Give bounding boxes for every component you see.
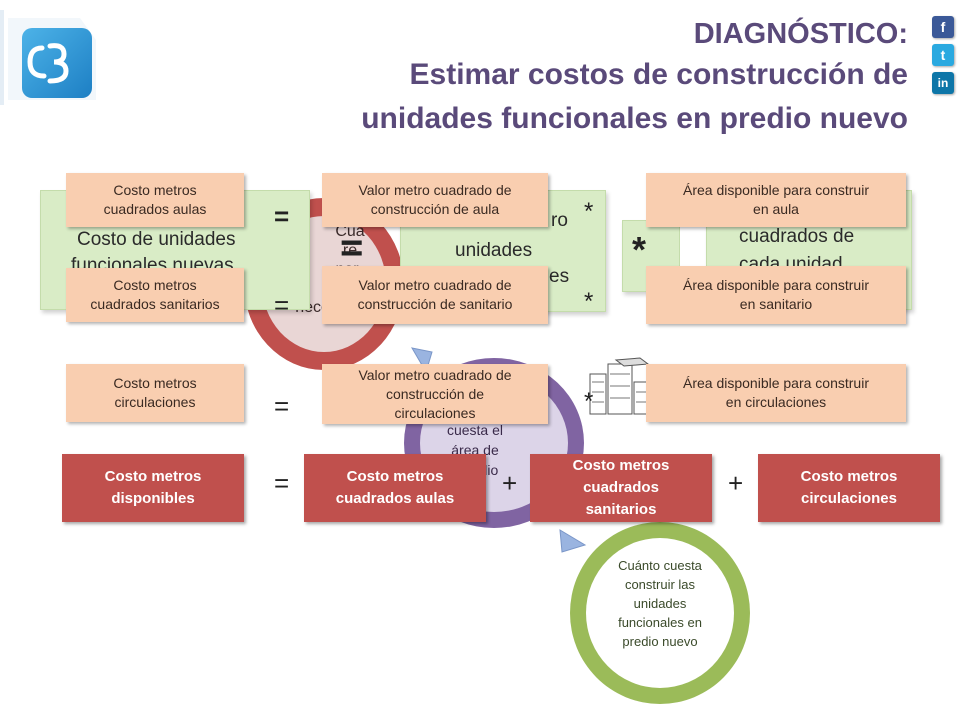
valor-circulaciones-card: Valor metro cuadrado de construcción de … xyxy=(322,364,548,424)
area-circulaciones-card: Área disponible para construir en circul… xyxy=(646,364,906,422)
equals-operator-big: = xyxy=(340,226,364,270)
equals-operator-circulaciones: = xyxy=(274,391,290,421)
linkedin-icon[interactable]: in xyxy=(932,72,954,94)
title-line-2: Estimar costos de construcción de xyxy=(409,58,908,91)
times-operator-aulas: * xyxy=(584,198,594,225)
facebook-icon[interactable]: f xyxy=(932,16,954,38)
green-circle-text: Cuánto cuesta construir las unidades fun… xyxy=(618,558,702,649)
costo-sanitarios-card: Costo metros cuadrados sanitarios xyxy=(66,268,244,322)
green-cycle-circle-inner xyxy=(586,538,734,688)
equals-operator-sanitarios: = xyxy=(274,290,290,320)
company-logo xyxy=(0,10,100,105)
valor-sanitario-card: Valor metro cuadrado de construcción de … xyxy=(322,266,548,324)
valor-aula-card: Valor metro cuadrado de construcción de … xyxy=(322,173,548,227)
costo-disponibles-card: Costo metros disponibles xyxy=(62,454,244,522)
sum-aulas-card: Costo metros cuadrados aulas xyxy=(304,454,486,522)
sum-sanitarios-card: Costo metros cuadrados sanitarios xyxy=(530,454,712,522)
area-aula-card: Área disponible para construir en aula xyxy=(646,173,906,227)
title-line-1: DIAGNÓSTICO: xyxy=(693,18,908,50)
plus-operator-1: + xyxy=(502,468,518,498)
costo-aulas-card: Costo metros cuadrados aulas xyxy=(66,173,244,227)
sum-circulaciones-card: Costo metros circulaciones xyxy=(758,454,940,522)
equals-operator-sum: = xyxy=(274,468,290,498)
area-sanitario-card: Área disponible para construir en sanita… xyxy=(646,266,906,324)
times-operator-sanitarios: * xyxy=(584,288,594,315)
times-operator-big: * xyxy=(632,229,647,270)
times-operator-circulaciones: * xyxy=(584,388,594,415)
costo-circulaciones-card: Costo metros circulaciones xyxy=(66,364,244,422)
plus-operator-2: + xyxy=(728,468,744,498)
title-line-3: unidades funcionales en predio nuevo xyxy=(361,102,908,135)
equals-operator-aulas: = xyxy=(274,201,290,231)
twitter-icon[interactable]: t xyxy=(932,44,954,66)
